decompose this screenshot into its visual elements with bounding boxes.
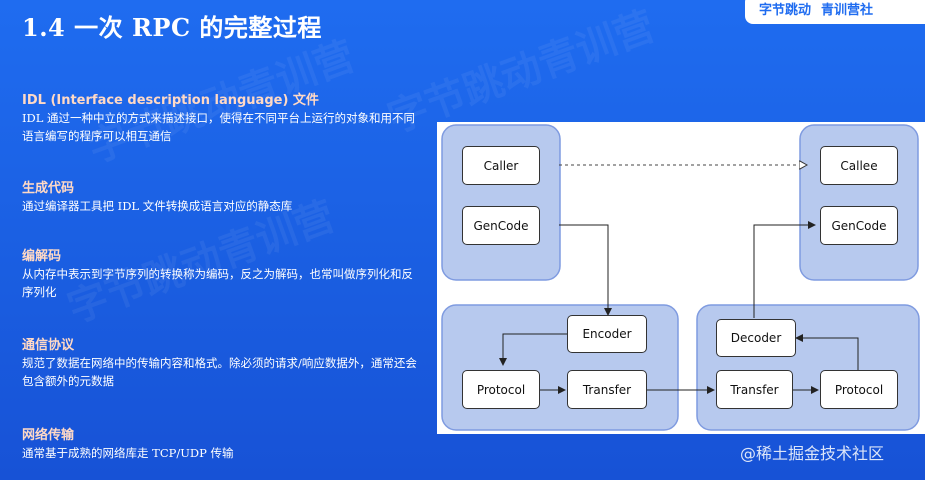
gencode-left-node: GenCode xyxy=(462,206,540,245)
callee-node: Callee xyxy=(820,146,898,185)
section-heading: 生成代码 xyxy=(22,181,75,196)
caller-node: Caller xyxy=(462,146,540,185)
section-body: 通过编译器工具把 IDL 文件转换成语言对应的静态库 xyxy=(22,199,293,213)
bytedance-logo: 字节跳动 xyxy=(759,3,812,18)
section-body: 通常基于成熟的网络库走 TCP/UDP 传输 xyxy=(22,446,234,460)
section-body: 规范了数据在网络中的传输内容和格式。除必须的请求/响应数据外，通常还会包含额外的… xyxy=(22,356,417,388)
transfer-left-node: Transfer xyxy=(567,370,647,409)
brand-logos: 字节跳动 青训营社 xyxy=(745,0,925,24)
encoder-node: Encoder xyxy=(567,315,647,353)
page-title: 1.4 一次 RPC 的完整过程 xyxy=(22,13,322,42)
section-idl: IDL (Interface description language) 文件 … xyxy=(22,92,422,145)
decoder-to-gencode-arrow xyxy=(753,221,816,318)
section-codegen: 生成代码 通过编译器工具把 IDL 文件转换成语言对应的静态库 xyxy=(22,180,422,215)
section-heading: IDL (Interface description language) 文件 xyxy=(22,93,319,108)
decoder-node: Decoder xyxy=(716,319,796,357)
section-network: 网络传输 通常基于成熟的网络库走 TCP/UDP 传输 xyxy=(22,427,422,462)
camp-logo: 青训营社 xyxy=(821,3,874,18)
protocol-left-node: Protocol xyxy=(462,370,540,409)
footer-watermark: @稀土掘金技术社区 xyxy=(740,444,885,463)
section-body: 从内存中表示到字节序列的转换称为编码，反之为解码，也常叫做序列化和反序列化 xyxy=(22,267,413,299)
section-heading: 通信协议 xyxy=(22,338,75,353)
protocol-right-node: Protocol xyxy=(820,370,898,409)
gencode-right-node: GenCode xyxy=(820,206,898,245)
section-body: IDL 通过一种中立的方式来描述接口，使得在不同平台上运行的对象和用不同语言编写… xyxy=(22,111,416,143)
section-heading: 网络传输 xyxy=(22,428,75,443)
protocol-to-decoder-arrow xyxy=(795,334,859,370)
rpc-diagram: Caller GenCode Callee GenCode Encoder Pr… xyxy=(437,122,925,434)
transfer-right-node: Transfer xyxy=(716,370,793,409)
section-heading: 编解码 xyxy=(22,249,62,264)
encoder-to-protocol-arrow xyxy=(499,333,567,366)
gencode-to-encoder-arrow xyxy=(559,224,612,316)
section-protocol: 通信协议 规范了数据在网络中的传输内容和格式。除必须的请求/响应数据外，通常还会… xyxy=(22,337,422,390)
section-codec: 编解码 从内存中表示到字节序列的转换称为编码，反之为解码，也常叫做序列化和反序列… xyxy=(22,248,422,301)
